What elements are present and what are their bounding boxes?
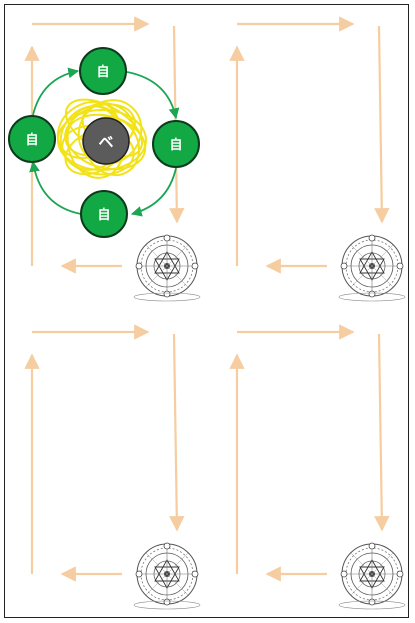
magic-circle-emblem-icon: [133, 542, 201, 610]
panel-top-right: [229, 16, 406, 302]
cycle-node-label: 自: [25, 132, 38, 148]
cycle-node-label: 自: [169, 137, 182, 153]
cycle-arrow-left-top: [32, 67, 80, 116]
cycle-arrow-top-right: [126, 71, 180, 120]
cycle-node-label: 自: [97, 207, 110, 223]
cycle-node-top: 自: [79, 47, 127, 95]
flow-arrow-right: [169, 333, 185, 532]
cycle-arrow-right-bottom: [130, 167, 177, 217]
cycle-node-label: 自: [96, 64, 109, 80]
cycle-node-bottom: 自: [80, 190, 128, 238]
cycle-node-left: 自: [8, 115, 56, 163]
cycle-node-right: 自: [152, 120, 200, 168]
center-node: ベ: [82, 117, 130, 165]
magic-circle-emblem-icon: [133, 234, 201, 302]
panel-bottom-right: [229, 324, 406, 610]
magic-circle-emblem-icon: [338, 542, 406, 610]
panel-bottom-left: [24, 324, 201, 610]
cycle-arrow-bottom-left: [29, 160, 82, 215]
center-node-label: ベ: [98, 133, 113, 151]
magic-circle-emblem-icon: [338, 234, 406, 302]
flow-arrow-right: [374, 25, 390, 224]
flow-arrow-right: [374, 333, 390, 532]
diagram-page: [4, 4, 409, 618]
yellow-scribble-ring: [56, 98, 147, 179]
